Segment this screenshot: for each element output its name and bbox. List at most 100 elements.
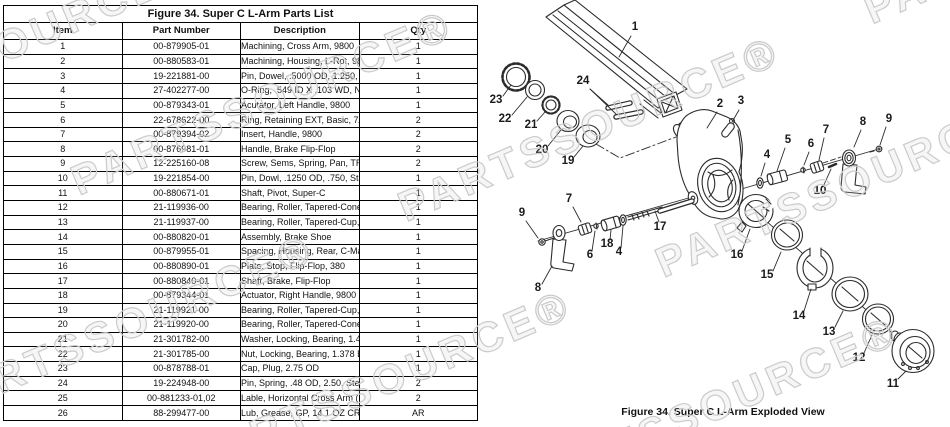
table-cell: Bearing, Roller, Tapered-Cup, 4.1563 OD,… (240, 214, 360, 231)
table-cell: 1 (358, 68, 478, 84)
part-17-brake-shaft (627, 198, 695, 221)
leader-line (620, 225, 624, 249)
table-cell: 1 (358, 273, 478, 289)
callout-label-10: 10 (814, 185, 827, 197)
table-cell: 17 (3, 273, 123, 289)
leader-line (853, 129, 862, 148)
table-cell: Assembly, Brake Shoe (240, 229, 360, 245)
table-cell: 00-879343-01 (121, 97, 241, 114)
part-14-brake-shoe (796, 247, 834, 291)
callout-label-11: 11 (887, 378, 900, 390)
callout-label-7: 7 (566, 193, 572, 205)
leader-line (502, 84, 512, 97)
callout-label-16: 16 (731, 249, 744, 261)
leader-line (609, 229, 612, 241)
table-cell: 21-301782-00 (121, 331, 241, 348)
leader-line (741, 228, 751, 252)
table-cell: 00-879955-01 (121, 243, 241, 260)
leader-line (772, 251, 782, 272)
table-cell: AR (358, 405, 478, 421)
part-6-retaining-ring-right (800, 166, 806, 174)
table-cell: Shaft, Pivot, Super-C (240, 185, 360, 202)
part-3-dowel-pin (721, 122, 735, 138)
parts-list-header-row: Item Part Number Description Qty (3, 22, 478, 40)
table-cell: 1 (358, 361, 478, 377)
part-21-lock-washer (541, 95, 561, 115)
leader-line (654, 210, 660, 223)
table-cell: Machining, Housing, L-Rot, 9800 (240, 53, 360, 70)
table-cell: Pin, Dowel, .5000 OD, 1.250, Steel (240, 68, 360, 84)
table-cell: 1 (358, 258, 478, 275)
callout-label-20: 20 (536, 144, 549, 156)
table-cell: 21-119937-00 (121, 214, 241, 231)
callout-label-4: 4 (616, 246, 623, 258)
table-cell: Machining, Cross Arm, 9800 (240, 39, 360, 55)
table-cell: Lable, Horizontal Cross Arm (Not Explote… (240, 390, 360, 407)
callout-label-1: 1 (632, 21, 639, 33)
table-cell: 00-880820-01 (121, 229, 241, 245)
callout-label-19: 19 (562, 155, 575, 167)
callout-label-9: 9 (519, 207, 525, 219)
part-18-actuator-right-handle (600, 215, 622, 232)
callout-label-6: 6 (808, 138, 814, 150)
leader-line (818, 137, 825, 161)
callout-label-15: 15 (761, 269, 774, 281)
table-cell: Spacing, Housing, Rear, C-Major (240, 243, 360, 260)
table-cell: 23 (3, 361, 123, 377)
part-23-cap-plug (501, 62, 531, 92)
table-cell: Cap, Plug, 2.75 OD (240, 361, 360, 377)
callout-label-4: 4 (764, 149, 771, 161)
leader-line (706, 111, 718, 129)
leader-line (863, 334, 873, 354)
table-cell: 1 (358, 170, 478, 187)
parts-list-table: Figure 34. Super C L-Arm Parts List Item… (3, 5, 478, 421)
table-cell: 00-878788-01 (121, 361, 241, 377)
table-cell: 1 (358, 331, 478, 348)
table-cell: 00-880671-01 (121, 185, 241, 202)
part-22-lock-nut (524, 79, 546, 101)
leader-line (803, 288, 812, 312)
table-cell: 00-876981-01 (121, 141, 241, 158)
leader-line (879, 126, 887, 146)
table-cell: Nut, Locking, Bearing, 1.378 BRG, 1.906 … (240, 346, 360, 363)
leader-line (897, 370, 907, 380)
leader-line (572, 206, 582, 223)
part-19-bearing-cup (575, 124, 601, 148)
table-cell: 2 (358, 112, 478, 128)
pin10-axis-line (822, 156, 842, 164)
col-header-description: Description (240, 22, 360, 40)
table-cell: 00-880890-01 (121, 258, 241, 275)
callout-label-12: 12 (853, 352, 866, 364)
table-cell: 11 (3, 185, 123, 202)
callout-label-3: 3 (738, 95, 744, 107)
table-cell: 12-225160-08 (121, 156, 241, 172)
part-12-bearing-cup-small (861, 303, 895, 335)
col-header-item: Item (3, 22, 123, 40)
callout-label-23: 23 (490, 94, 503, 106)
parts-list-title: Figure 34. Super C L-Arm Parts List (3, 5, 478, 23)
part-7-insert-right (809, 160, 825, 174)
table-cell: Shaft, Brake, Flip-Flop (240, 273, 360, 289)
leader-line (525, 220, 539, 239)
callout-label-8: 8 (860, 116, 867, 128)
table-cell: 1 (358, 82, 478, 99)
callout-label-2: 2 (717, 98, 723, 110)
table-cell: 1 (358, 39, 478, 55)
part-1-cross-arm (545, 0, 688, 119)
table-cell: 1 (358, 346, 478, 363)
callout-label-22: 22 (499, 113, 512, 125)
table-cell: Bearing, Roller, Tapered-Cone, 1.3775 ID… (240, 317, 360, 333)
table-cell: 1 (3, 39, 123, 55)
